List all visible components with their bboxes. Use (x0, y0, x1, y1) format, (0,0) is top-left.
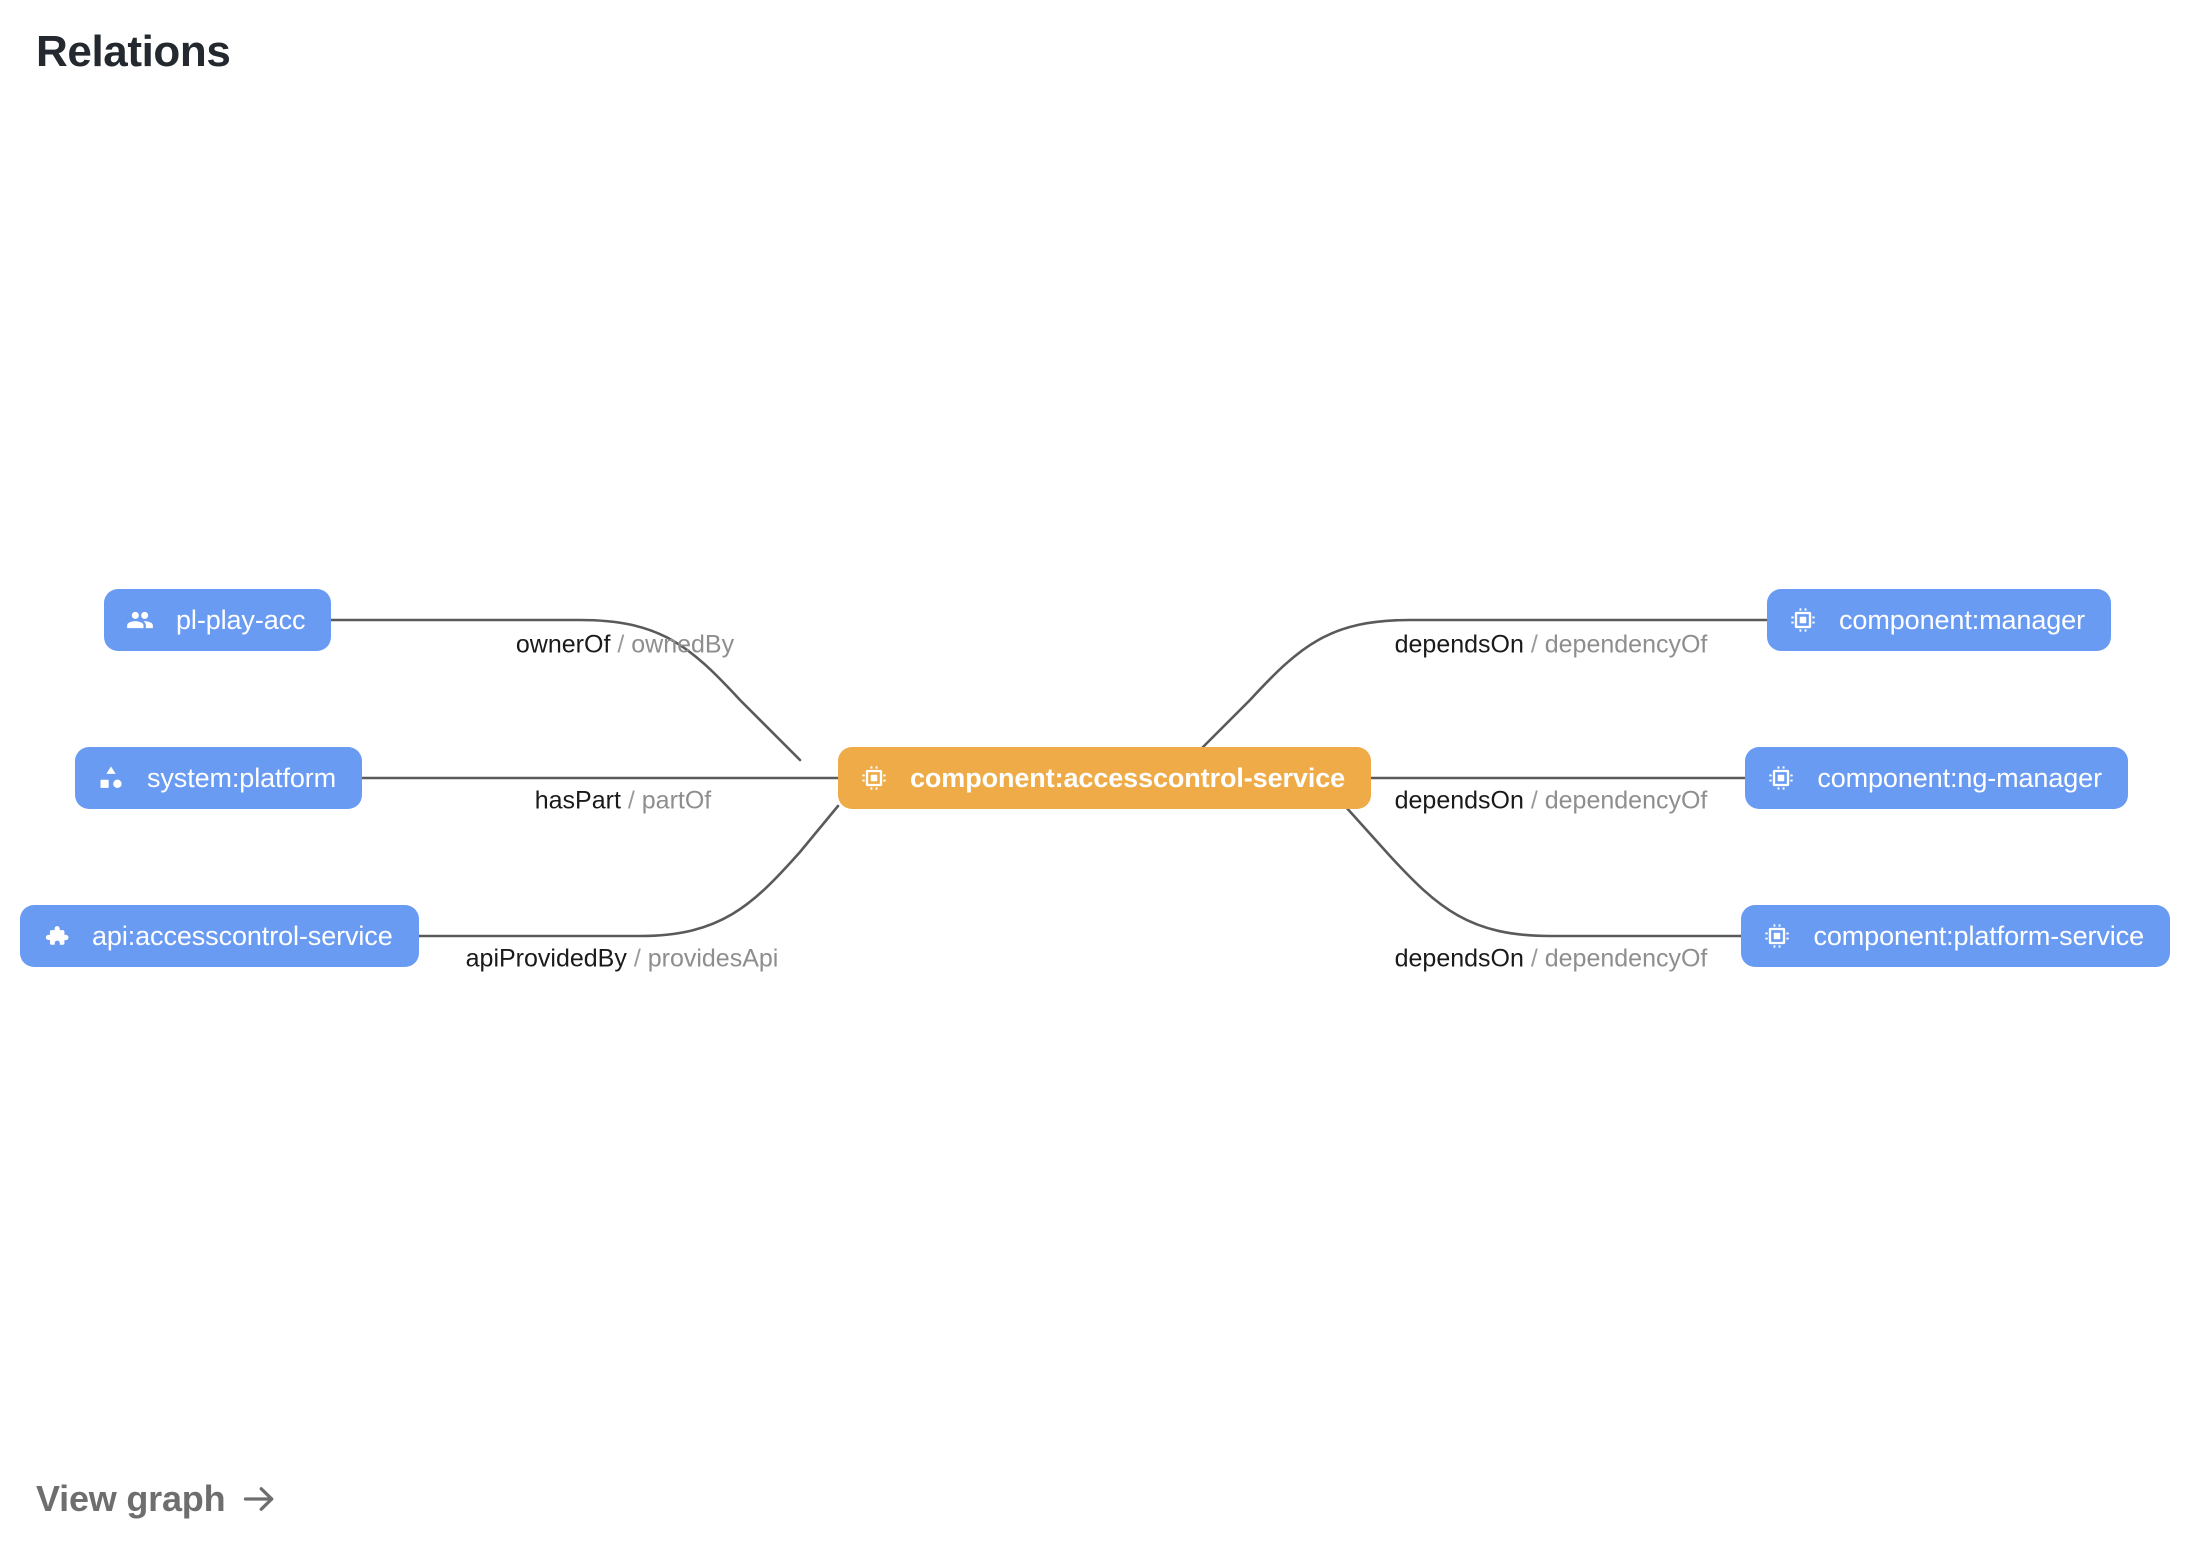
edge-label-forward: dependsOn (1394, 630, 1524, 659)
edge-label-forward: ownerOf (515, 630, 611, 659)
view-graph-link[interactable]: View graph (36, 1478, 279, 1520)
edge-label-dependsOn-ng-manager: dependsOn / dependencyOf (1394, 786, 1708, 815)
arrow-right-icon (239, 1481, 279, 1517)
graph-node-component-ng-manager[interactable]: component:ng-manager (1745, 747, 2128, 809)
edge-label-hasPart: hasPart / partOf (534, 786, 712, 815)
memory-chip-icon (1767, 764, 1795, 792)
edge-layer (328, 618, 1807, 938)
edge-label-separator: / (610, 630, 632, 659)
memory-chip-icon (1789, 606, 1817, 634)
graph-node-component-platform-service[interactable]: component:platform-service (1741, 905, 2170, 967)
edge-path-dependsOn-platform-service (1343, 804, 1767, 938)
puzzle-icon (42, 922, 70, 950)
edge-label-reverse: dependencyOf (1544, 786, 1708, 815)
graph-node-label: api:accesscontrol-service (92, 920, 393, 951)
edge-label-reverse: ownedBy (631, 630, 735, 659)
edge-label-apiProvidedBy: apiProvidedBy / providesApi (465, 944, 779, 973)
edge-label-separator: / (620, 786, 642, 815)
edge-label-separator: / (1523, 944, 1545, 973)
edge-label-reverse: providesApi (647, 944, 779, 973)
graph-node-api-accesscontrol-service[interactable]: api:accesscontrol-service (20, 905, 419, 967)
edge-label-dependsOn-platform-service: dependsOn / dependencyOf (1394, 944, 1708, 973)
memory-chip-icon (860, 764, 888, 792)
edge-label-reverse: dependencyOf (1544, 630, 1708, 659)
edge-label-forward: dependsOn (1394, 786, 1524, 815)
edge-label-forward: dependsOn (1394, 944, 1524, 973)
view-graph-label: View graph (36, 1478, 226, 1519)
graph-node-label: component:platform-service (1813, 920, 2144, 951)
graph-node-system-platform[interactable]: system:platform (75, 747, 363, 809)
edge-label-forward: hasPart (534, 786, 621, 815)
edge-label-separator: / (626, 944, 648, 973)
graph-node-pl-play-acc[interactable]: pl-play-acc (104, 589, 332, 651)
edge-label-separator: / (1523, 786, 1545, 815)
graph-node-label: system:platform (147, 762, 337, 793)
edge-label-reverse: partOf (641, 786, 712, 815)
page-title: Relations (36, 27, 231, 76)
edge-label-separator: / (1523, 630, 1545, 659)
graph-node-label: pl-play-acc (176, 604, 306, 635)
group-icon (126, 606, 154, 634)
edge-label-forward: apiProvidedBy (465, 944, 627, 973)
graph-node-component-accesscontrol-service[interactable]: component:accesscontrol-service (838, 747, 1372, 809)
edge-path-apiProvidedBy (408, 804, 840, 938)
edge-label-dependsOn-manager: dependsOn / dependencyOf (1394, 630, 1708, 659)
relations-graph: pl-play-acc system:platform api:accessco… (20, 589, 2170, 973)
graph-node-label: component:manager (1839, 604, 2085, 635)
graph-node-label: component:ng-manager (1817, 762, 2102, 793)
graph-node-component-manager[interactable]: component:manager (1767, 589, 2111, 651)
edge-label-ownerOf: ownerOf / ownedBy (515, 630, 735, 659)
memory-chip-icon (1763, 922, 1791, 950)
graph-node-label: component:accesscontrol-service (910, 762, 1346, 793)
category-icon (97, 764, 125, 792)
edge-label-reverse: dependencyOf (1544, 944, 1708, 973)
